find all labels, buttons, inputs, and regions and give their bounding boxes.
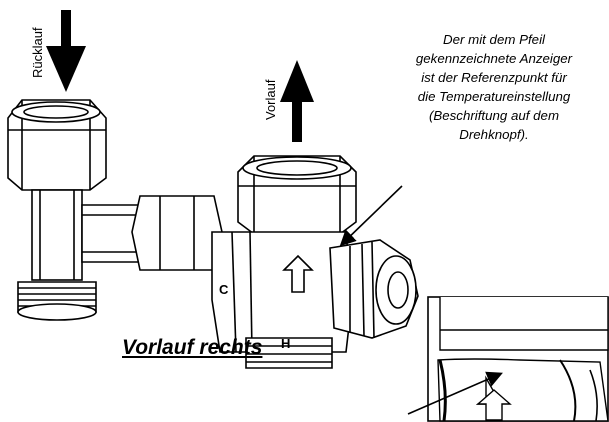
note-line: gekennzeichnete Anzeiger [415,51,573,66]
indicator-pointer-arrow [339,185,403,247]
return-flow-arrow [46,10,86,92]
supply-valve-body [211,155,419,369]
inset-pointer-arrow [407,371,503,415]
setting-marking: C [219,282,229,297]
connecting-pipe [81,195,223,271]
indicator-note: Der mit dem Pfeil gekennzeichnete Anzeig… [380,30,608,144]
figure-caption: Vorlauf rechts [122,336,263,359]
return-flow-label: Rücklauf [30,27,45,78]
port-marking: H [281,336,290,351]
return-valve-body [7,99,107,321]
supply-flow-arrow [280,60,314,142]
note-line: (Beschriftung auf dem [428,108,560,123]
detail-inset [427,296,609,422]
note-line: Der mit dem Pfeil [443,32,545,47]
note-line: ist der Referenzpunkt für [421,70,567,85]
note-line: Drehknopf). [459,127,529,142]
supply-flow-label: Vorlauf [263,79,278,120]
note-line: die Temperatureinstellung [417,89,571,104]
